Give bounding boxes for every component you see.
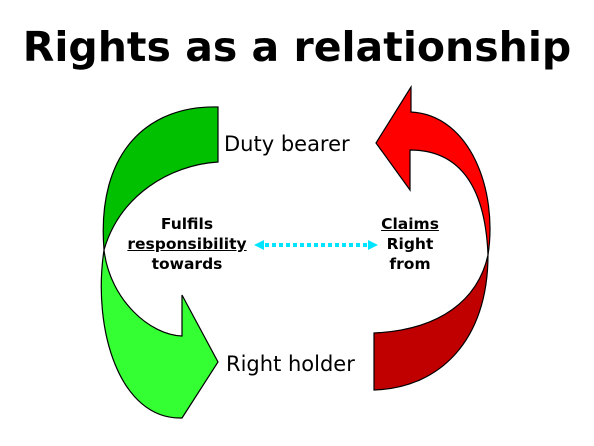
right-relation-line-2: Right bbox=[386, 235, 434, 253]
red-arrow-lower bbox=[373, 254, 489, 391]
left-relation-line-2: responsibility bbox=[127, 235, 247, 253]
right-holder-label: Right holder bbox=[226, 352, 355, 376]
left-relation-line-3: towards bbox=[151, 255, 223, 273]
green-arrow-upper bbox=[102, 106, 219, 251]
red-arrow-upper bbox=[375, 84, 491, 256]
claims-right-text: Claims Right from bbox=[360, 214, 460, 274]
slide-title: Rights as a relationship bbox=[22, 23, 572, 71]
green-arrow-lower bbox=[100, 249, 219, 419]
left-relation-line-1: Fulfils bbox=[160, 215, 214, 233]
fulfils-responsibility-text: Fulfils responsibility towards bbox=[112, 214, 262, 274]
right-relation-line-1: Claims bbox=[381, 215, 439, 233]
right-relation-line-3: from bbox=[389, 255, 431, 273]
duty-bearer-label: Duty bearer bbox=[224, 132, 350, 156]
